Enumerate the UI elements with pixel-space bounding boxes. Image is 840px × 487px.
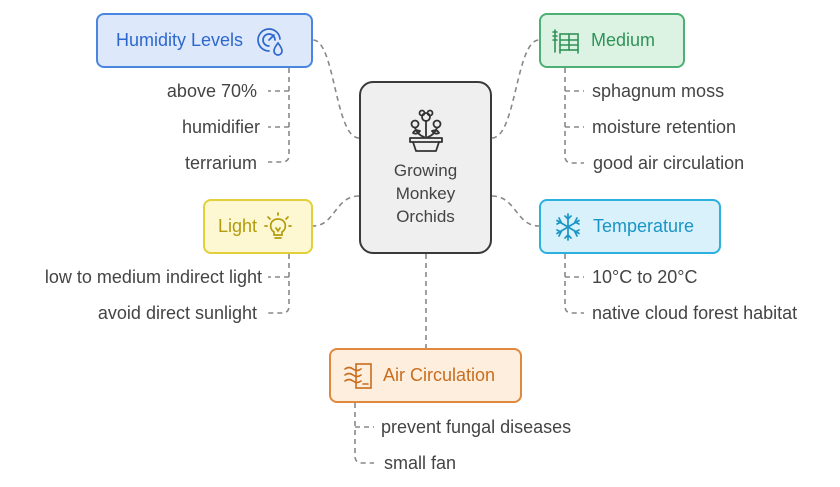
medium-item-good-air-circulation: good air circulation bbox=[593, 153, 745, 173]
center-title-line-1: Growing bbox=[393, 161, 458, 180]
potting-bench-icon bbox=[552, 28, 579, 54]
temperature-label: Temperature bbox=[593, 216, 695, 236]
center-node: Growing Monkey Orchids bbox=[359, 81, 492, 254]
temperature-item-native-habitat: native cloud forest habitat bbox=[592, 303, 798, 323]
humidity-item-terrarium: terrarium bbox=[184, 153, 257, 173]
medium-label: Medium bbox=[591, 30, 656, 50]
humidity-levels-node: Humidity Levels bbox=[96, 13, 313, 68]
gauge-droplet-icon bbox=[257, 27, 283, 56]
air-item-prevent-fungal-diseases: prevent fungal diseases bbox=[381, 417, 572, 437]
humidity-item-above-70: above 70% bbox=[166, 81, 257, 101]
light-node: Light bbox=[203, 199, 313, 254]
humidity-levels-label: Humidity Levels bbox=[116, 30, 244, 50]
snowflake-icon bbox=[556, 212, 580, 241]
medium-item-moisture-retention: moisture retention bbox=[592, 117, 737, 137]
air-circulation-label: Air Circulation bbox=[383, 365, 496, 385]
light-item-avoid-direct-sunlight: avoid direct sunlight bbox=[97, 303, 257, 323]
center-title-line-2: Monkey bbox=[395, 184, 456, 203]
wind-icon bbox=[344, 362, 372, 389]
temperature-node: Temperature bbox=[539, 199, 721, 254]
lightbulb-icon bbox=[264, 211, 292, 239]
medium-item-sphagnum-moss: sphagnum moss bbox=[592, 81, 725, 101]
light-label: Light bbox=[218, 216, 258, 236]
light-item-indirect-light: low to medium indirect light bbox=[44, 267, 262, 287]
medium-node: Medium bbox=[539, 13, 685, 68]
flower-pot-icon bbox=[408, 109, 443, 152]
center-title-line-3: Orchids bbox=[396, 207, 455, 226]
temperature-item-range: 10°C to 20°C bbox=[592, 267, 698, 287]
air-circulation-node: Air Circulation bbox=[329, 348, 522, 403]
air-item-small-fan: small fan bbox=[384, 453, 457, 473]
humidity-item-humidifier: humidifier bbox=[181, 117, 260, 137]
